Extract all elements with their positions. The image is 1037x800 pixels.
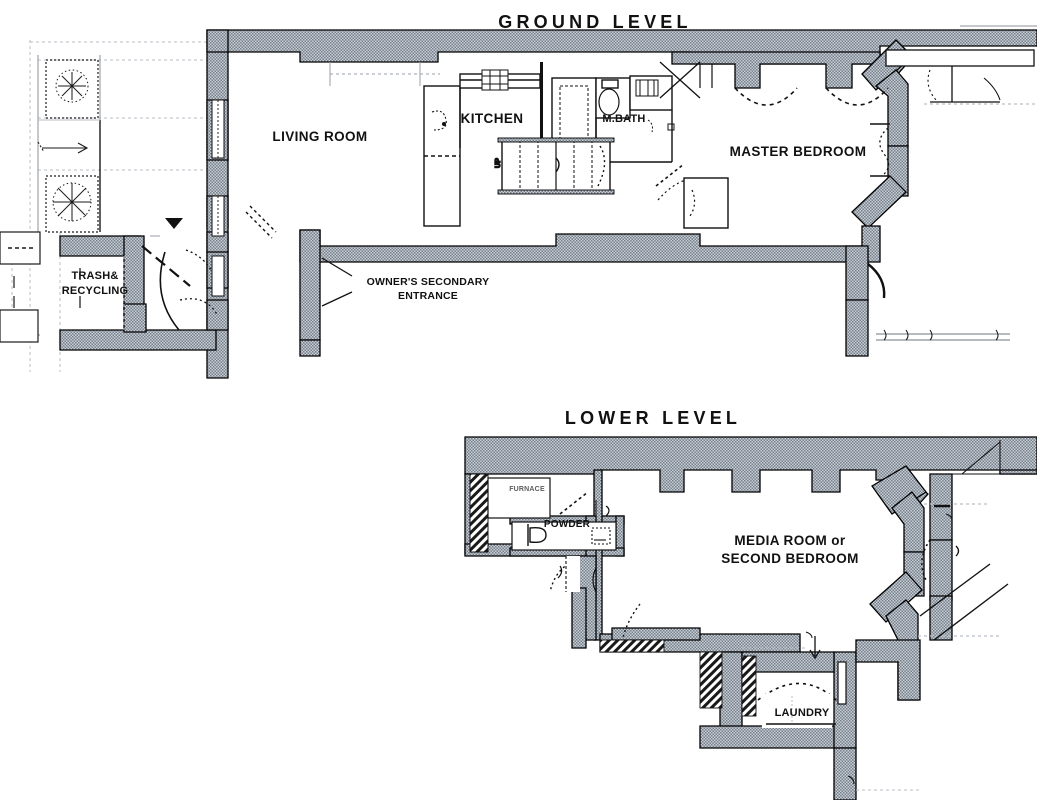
room-label-laundry: LAUNDRY bbox=[775, 707, 830, 719]
garden-planting-areas bbox=[0, 59, 101, 343]
stair-run-ground: UP bbox=[494, 139, 611, 193]
room-label-trash-recycling: TRASH& bbox=[71, 270, 118, 282]
lower-level-plan: LOWER LEVEL bbox=[464, 408, 1037, 800]
trash-wall-right-b bbox=[123, 303, 147, 333]
rear-wall-drop-right bbox=[845, 245, 869, 301]
living-room-windows bbox=[211, 99, 225, 237]
lower-bay-angle-upper-b bbox=[871, 465, 927, 515]
media-room-rear-wall-upper bbox=[611, 627, 701, 641]
hatched-stub-c bbox=[741, 655, 757, 717]
rear-wall-drop-right-b bbox=[845, 299, 869, 357]
annotation-owners-secondary-entrance-line2: ENTRANCE bbox=[398, 290, 458, 302]
toilet-icon bbox=[527, 524, 547, 546]
entrance-wall-left-b bbox=[299, 339, 321, 357]
room-label-master-bedroom: MASTER BEDROOM bbox=[730, 144, 867, 159]
hatched-stub-b bbox=[699, 651, 723, 709]
lower-level-title: LOWER LEVEL bbox=[565, 408, 741, 428]
upper-right-overhang bbox=[885, 49, 1037, 105]
hatched-stub-a bbox=[599, 639, 665, 653]
lower-right-col-b bbox=[929, 539, 953, 601]
lower-right-return bbox=[855, 639, 921, 701]
ground-level-plan: GROUND LEVEL bbox=[0, 12, 1037, 379]
walk-direction-arrow bbox=[37, 141, 89, 154]
window-curtain-arcs bbox=[734, 87, 889, 106]
tree-symbol-upper bbox=[55, 69, 89, 103]
lower-bay-angle-lower bbox=[869, 571, 923, 623]
closet-x-symbol bbox=[659, 61, 701, 99]
trash-wall-bottom bbox=[59, 329, 217, 351]
laundry-wall-bottom bbox=[699, 725, 851, 749]
party-wall-head bbox=[206, 29, 229, 53]
room-label-trash-recycling-line2: RECYCLING bbox=[62, 285, 129, 297]
annotation-owners-secondary-entrance: OWNER'S SECONDARY bbox=[367, 276, 490, 288]
room-label-master-bath: M.BATH bbox=[602, 113, 645, 125]
room-label-living-room: LIVING ROOM bbox=[272, 129, 367, 144]
room-label-media-room-line2: SECOND BEDROOM bbox=[721, 551, 859, 566]
ground-level-fixtures: UP bbox=[79, 25, 1037, 341]
powder-sink-icon bbox=[591, 527, 611, 545]
lower-exterior-stair bbox=[918, 563, 1009, 641]
exterior-railing-right bbox=[876, 329, 1010, 341]
room-label-furnace: FURNACE bbox=[509, 486, 545, 493]
vanity-sink-icon bbox=[635, 79, 659, 97]
gate-box-upper bbox=[0, 231, 41, 265]
entrance-leader-lines bbox=[321, 257, 353, 307]
vestibule-wall-b bbox=[206, 299, 229, 331]
room-label-kitchen: KITCHEN bbox=[461, 111, 524, 126]
entry-direction-arrow bbox=[165, 218, 183, 229]
front-facade-wall bbox=[206, 29, 1037, 229]
tree-symbol-lower bbox=[52, 182, 92, 222]
secondary-entrance-stair bbox=[245, 205, 277, 239]
gate-box-lower bbox=[0, 309, 39, 343]
laundry-wall-right-drop bbox=[833, 747, 857, 800]
rear-interior-wall-run bbox=[299, 225, 881, 263]
laundry-down-arrow bbox=[742, 631, 821, 660]
room-label-powder: POWDER bbox=[544, 519, 591, 530]
bay-angle-wall-lower bbox=[851, 175, 907, 229]
media-room-direction-arrow bbox=[595, 500, 610, 520]
lower-stair-right bbox=[921, 440, 1010, 581]
ground-level-title: GROUND LEVEL bbox=[498, 12, 691, 32]
lower-level-fixtures bbox=[469, 440, 1010, 791]
entrance-wall-left bbox=[299, 229, 321, 341]
ground-level-walls bbox=[59, 29, 1037, 379]
range-burners-icon bbox=[481, 69, 509, 91]
svg-text:UP: UP bbox=[495, 158, 502, 168]
room-label-media-room: MEDIA ROOM or bbox=[734, 533, 846, 548]
hall-wall-vertical-b bbox=[571, 587, 587, 649]
lower-right-strip bbox=[999, 469, 1037, 475]
lower-right-col-c bbox=[929, 595, 953, 641]
